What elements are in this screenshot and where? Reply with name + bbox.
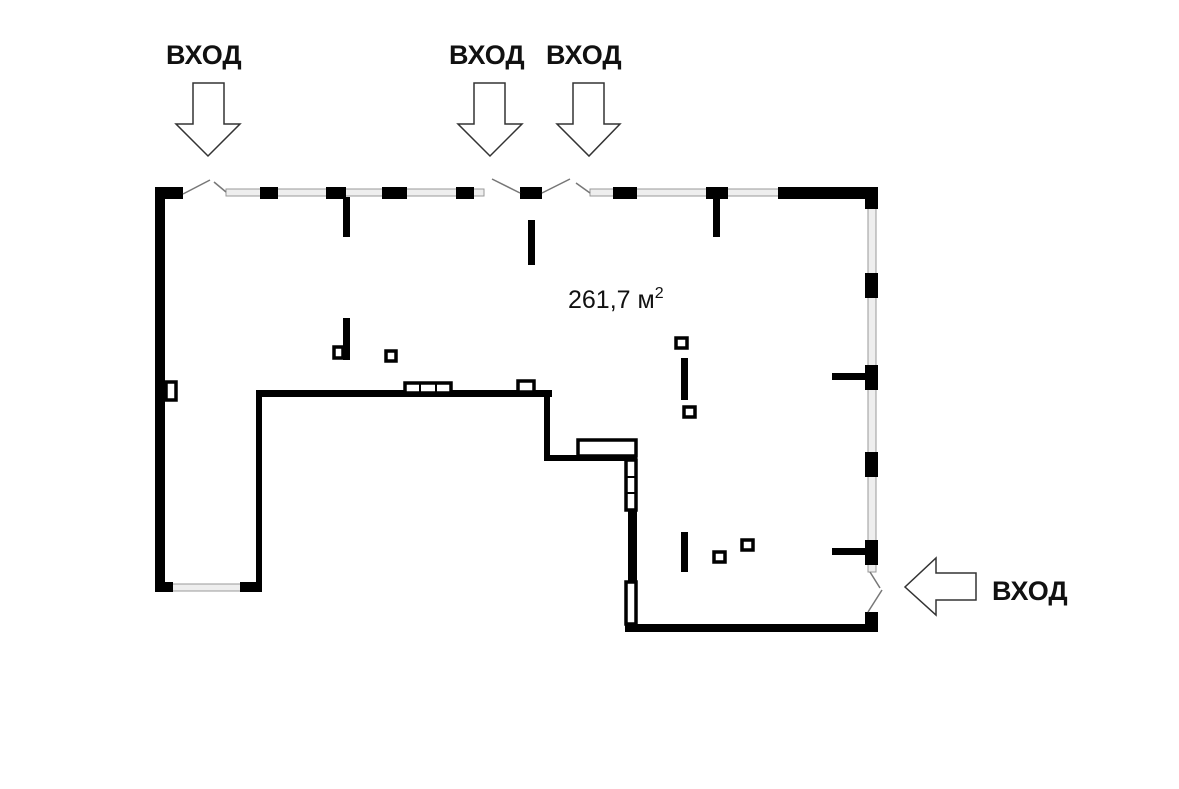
- area-label: 261,7 м2: [568, 285, 664, 314]
- entrance-label-2: ВХОД: [449, 40, 525, 70]
- entrance-label-4: ВХОД: [992, 576, 1068, 606]
- columns: [164, 336, 755, 626]
- entrance-arrow-2: [456, 82, 524, 158]
- doors: [182, 178, 883, 613]
- entrance-label-1: ВХОД: [166, 40, 242, 70]
- arrow-down-icon: [174, 82, 242, 158]
- arrow-down-icon: [555, 82, 622, 158]
- entrance-arrow-4: [903, 556, 977, 617]
- entrance-arrow-1: [174, 82, 242, 158]
- entrance-arrow-3: [555, 82, 622, 158]
- arrow-down-icon: [456, 82, 524, 158]
- walls: [155, 187, 878, 632]
- arrow-left-icon: [903, 556, 977, 617]
- entrance-label-3: ВХОД: [546, 40, 622, 70]
